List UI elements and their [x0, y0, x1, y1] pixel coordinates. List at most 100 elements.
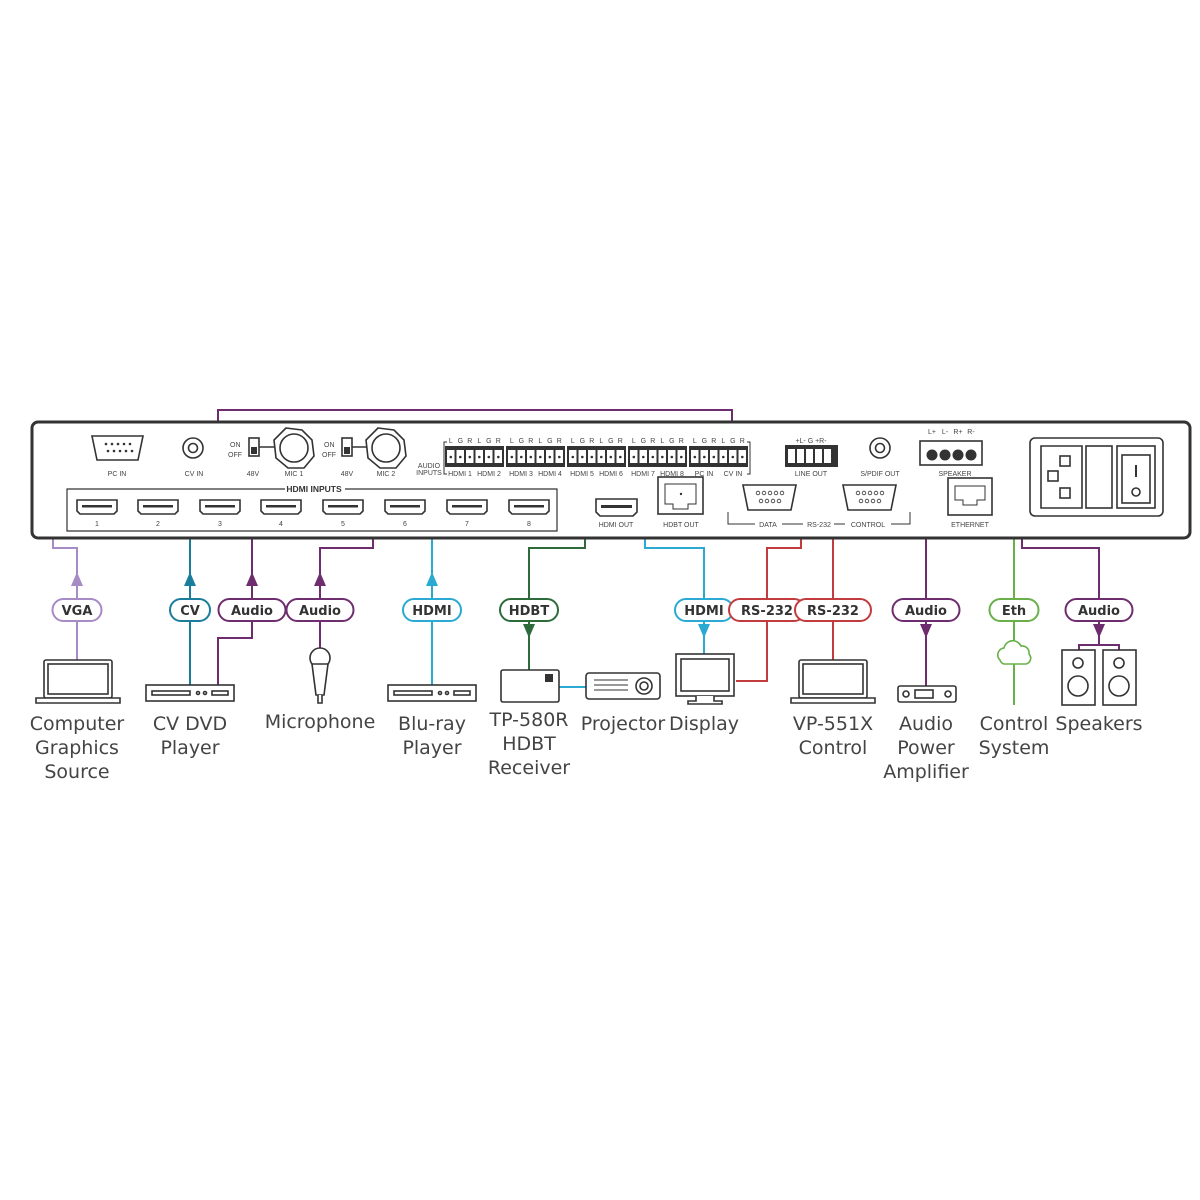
audio-input-terminal[interactable] [445, 446, 504, 467]
mic1-48v-switch[interactable] [248, 437, 260, 457]
hdmi-input-port-4[interactable] [260, 499, 302, 515]
audio-input-label: CV IN [724, 471, 743, 478]
rs232-group-label: RS-232 [807, 522, 831, 529]
connection-label-text: HDMI [684, 604, 723, 619]
audio-input-label: HDMI 3 [509, 471, 533, 478]
device-name: Speakers [1055, 713, 1142, 735]
audio-input-terminal[interactable] [628, 446, 687, 467]
connection-label-text: Audio [299, 604, 341, 619]
connection-label-audio: Audio [217, 598, 287, 622]
connection-label-text: RS-232 [807, 604, 859, 619]
mic2-xlr-jack[interactable] [365, 427, 407, 469]
device-name: Projector [581, 713, 666, 735]
spdif-out-label: S/PDIF OUT [860, 471, 900, 478]
device-name: Amplifier [883, 761, 969, 783]
speaker-terminal[interactable] [919, 440, 983, 466]
hdmi-input-port-5[interactable] [322, 499, 364, 515]
hdmi-input-port-1[interactable] [76, 499, 118, 515]
rs232-control-port[interactable] [842, 484, 897, 511]
audio-pin-label: R [740, 438, 745, 445]
connection-label-audio: Audio [891, 598, 961, 622]
audio-pin-label: G [519, 438, 524, 445]
audio-pin-label: G [608, 438, 613, 445]
cv-arrow-up-icon [184, 572, 196, 586]
hdmi-input-number: 7 [465, 521, 469, 528]
speaker-pin-label: R+ [953, 429, 962, 436]
connection-label-hdbt: HDBT [499, 598, 559, 622]
mic1-xlr-jack[interactable] [273, 427, 315, 469]
pc-in-label: PC IN [108, 471, 127, 478]
audio-pin-label: R [650, 438, 655, 445]
device-name: System [979, 737, 1050, 759]
speaker-label: SPEAKER [938, 471, 971, 478]
audio-pin-label: R [496, 438, 501, 445]
audio-pin-label: R [528, 438, 533, 445]
device-name: TP-580R [489, 709, 569, 731]
hdmi-input-port-8[interactable] [508, 499, 550, 515]
hdmi-input-number: 4 [279, 521, 283, 528]
ethernet-port[interactable] [947, 477, 993, 516]
hdbt-receiver-icon [500, 669, 560, 703]
audio-input-terminal[interactable] [567, 446, 626, 467]
hdmi-out-port[interactable] [595, 498, 638, 517]
hdmi-input-port-3[interactable] [199, 499, 241, 515]
cloud-icon [997, 640, 1032, 665]
connection-label-hdmi: HDMI [402, 598, 462, 622]
connection-label-eth: Eth [988, 598, 1040, 622]
hdmi-inputs-bracket [66, 488, 558, 532]
hdmi-input-port-2[interactable] [137, 499, 179, 515]
audio-pin-label: G [641, 438, 646, 445]
line-out-label: LINE OUT [795, 471, 828, 478]
hdbt-out-port[interactable] [657, 476, 704, 515]
device-name: Blu-ray [398, 713, 466, 735]
connection-label-hdmi: HDMI [674, 598, 734, 622]
audio-input-label: HDMI 5 [570, 471, 594, 478]
audio-arrow-up-icon [246, 572, 258, 586]
hdmi-input-port-6[interactable] [384, 499, 426, 515]
pc-in-port[interactable] [91, 435, 144, 461]
display-icon [675, 653, 735, 705]
speakers-icon [1061, 644, 1137, 706]
rear-panel: PC IN CV IN ON OFF 48V MIC 1 ON OFF 48V … [30, 420, 1192, 540]
devices [35, 640, 1137, 706]
connection-label-text: HDMI [412, 604, 451, 619]
audio-input-terminal[interactable] [689, 446, 748, 467]
line-out-terminal[interactable] [785, 445, 838, 467]
audio-pin-label: L [571, 438, 575, 445]
connection-label-rs-232: RS-232 [728, 598, 806, 622]
device-name: Control [799, 737, 868, 759]
arrows [71, 572, 1105, 638]
power-inlet-and-switch[interactable] [1029, 437, 1164, 517]
device-name: Audio [899, 713, 953, 735]
connection-label-audio: Audio [285, 598, 355, 622]
device-name: Player [160, 737, 219, 759]
device-name: HDBT [502, 733, 556, 755]
audio-pin-label: L [660, 438, 664, 445]
device-name: Computer [30, 713, 125, 735]
device-name: Power [897, 737, 955, 759]
mic2-48v-switch[interactable] [341, 437, 353, 457]
connection-label-cv: CV [169, 598, 211, 622]
mic1-48v-label: 48V [247, 471, 260, 478]
rs232-data-label: DATA [759, 522, 777, 529]
audio-amplifier-icon [897, 685, 957, 703]
hdmi-arrow-up-icon [426, 572, 438, 586]
audio-input-terminal[interactable] [506, 446, 565, 467]
rs232-data-port[interactable] [742, 484, 797, 511]
microphone-icon [309, 647, 331, 704]
mic2-off-label: OFF [322, 452, 336, 459]
device-name: Graphics [35, 737, 119, 759]
spdif-out-jack[interactable] [869, 437, 891, 459]
device-name: CV DVD [153, 713, 227, 735]
audio-pin-label: G [730, 438, 735, 445]
audio-arrow-up-icon [314, 572, 326, 586]
cv-in-jack[interactable] [182, 437, 204, 459]
speaker-pin-label: L+ [928, 429, 936, 436]
audio-arrow-down-icon [920, 624, 932, 638]
hdmi-input-port-7[interactable] [446, 499, 488, 515]
speaker-pin-label: L- [942, 429, 949, 436]
